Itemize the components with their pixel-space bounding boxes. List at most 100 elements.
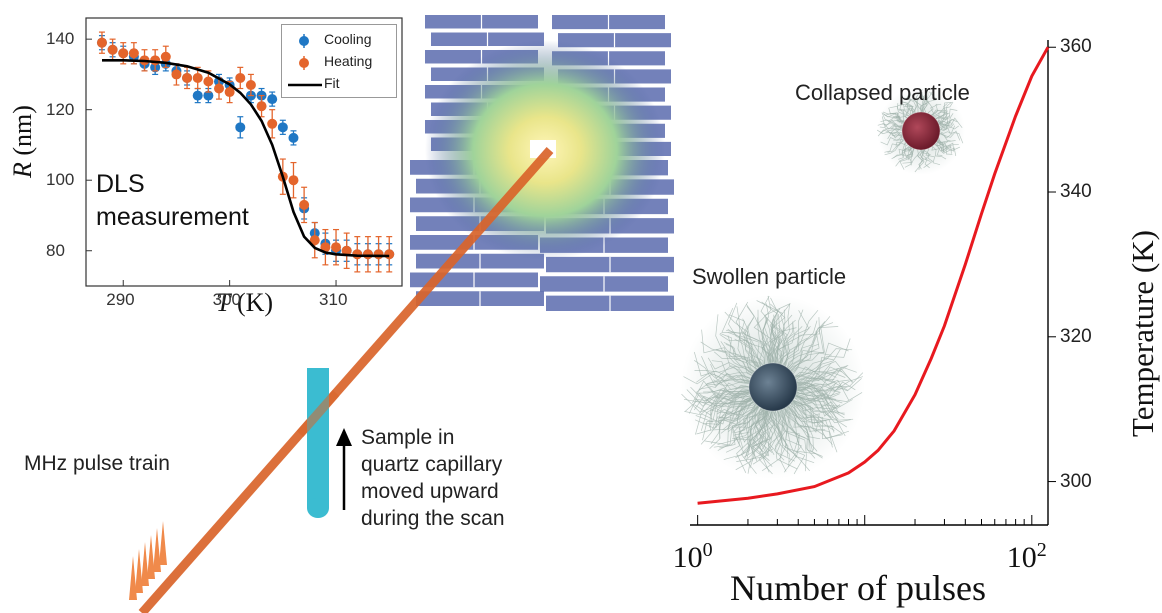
polymer-chain [925,91,938,117]
polymer-chain [711,382,754,396]
x-tick-label: 100 [673,539,713,575]
polymer-chain [788,397,835,433]
polymer-chain [749,404,766,469]
polymer-chain [877,127,906,137]
heating-point [267,118,278,129]
heating-point [384,249,395,260]
polymer-chain [884,138,908,156]
polymer-chain [709,394,756,428]
legend-item-cooling: Cooling [282,31,396,51]
polymer-chain [771,323,788,368]
polymer-chain [792,376,863,391]
polymer-chain [724,311,763,372]
polymer-chain [934,137,955,152]
legend-item-heating: Heating [282,53,396,73]
swollen-particle [681,295,865,479]
polymer-chain [889,105,910,122]
polymer-chain [881,116,907,128]
temperature-chart [690,40,1056,526]
y-tick-label: 320 [1060,325,1092,347]
heating-marker-icon [299,56,309,70]
collapsed-particle-label: Collapsed particle [795,80,970,105]
polymer-chain [883,113,909,124]
cooling-point [192,90,203,101]
quartz-capillary [307,368,329,518]
polymer-chain [716,397,757,417]
polymer-chain [781,325,811,371]
heating-point [245,80,256,90]
polymer-chain [791,383,841,396]
polymer-chain [683,373,755,385]
polymer-chain [780,404,806,439]
polymer-chain [790,394,846,437]
polymer-chain [756,300,784,368]
heating-point [171,69,182,80]
polymer-chain [876,129,907,137]
pulse-train [129,521,167,600]
polymer-chain [693,360,755,387]
collapsed-particle [876,87,965,175]
polymer-chain [709,398,759,449]
polymer-chain [713,401,762,448]
y-tick-label: 360 [1060,36,1092,58]
polymer-chain [702,396,757,441]
polymer-chain [916,146,923,170]
polymer-chain [880,119,907,128]
pulse [147,535,155,579]
cooling-point [235,122,246,133]
polymer-chain [725,329,762,373]
polymer-chain [777,322,795,369]
polymer-chain [791,383,848,391]
heating-point [288,175,299,186]
polymer-chain [700,341,758,376]
polymer-chain [762,406,780,473]
polymer-chain [933,108,958,124]
legend-item-fit: Fit [282,75,396,95]
polymer-chain [895,144,915,167]
cooling-point [277,122,288,133]
heating-point [213,83,224,94]
polymer-chain [921,91,933,117]
dls-chart [85,17,403,287]
legend-label: Heating [324,53,373,69]
dls-axis-ticks [86,38,337,286]
polymer-chain [758,405,776,453]
polymer-chain [693,390,755,411]
sample-line: during the scan [361,507,505,530]
polymer-chain [790,394,836,413]
y-tick-label: 100 [46,170,75,190]
heating-point [256,101,267,112]
fit-line [102,59,390,258]
polymer-chain [727,331,762,372]
polymer-chain [735,404,768,471]
detector-image [410,15,674,311]
y-tick-label: 140 [46,29,75,49]
polymer-chain [693,351,755,382]
tick-base: 10 [1006,541,1037,574]
particles [681,87,965,479]
polymer-chain [792,378,836,395]
polymer-chain [877,123,907,130]
polymer-chain [683,389,755,404]
polymer-chain [786,322,834,374]
temp-axis-ticks [697,46,1056,525]
dls-y-axis-label: R (nm) [8,105,38,178]
temp-y-axis-label: Temperature (K) [1125,230,1160,437]
dls-x-unit: (K) [236,288,274,317]
polymer-chain [791,383,836,401]
y-tick-label: 80 [46,240,65,260]
polymer-chain [713,351,757,378]
polymer-chain [705,372,755,388]
polymer-chain [893,142,912,159]
cooling-point [288,132,299,143]
polymer-chain [787,399,843,440]
polymer-chain [784,320,818,373]
polymer-chain [744,331,764,371]
polymer-chain [891,141,911,160]
polymer-chain [790,393,841,417]
dls-x-var: T [216,288,231,317]
heating-point [320,242,331,253]
particle-core [901,111,941,151]
sample-line: Sample in [361,426,455,449]
pulse [159,521,167,565]
